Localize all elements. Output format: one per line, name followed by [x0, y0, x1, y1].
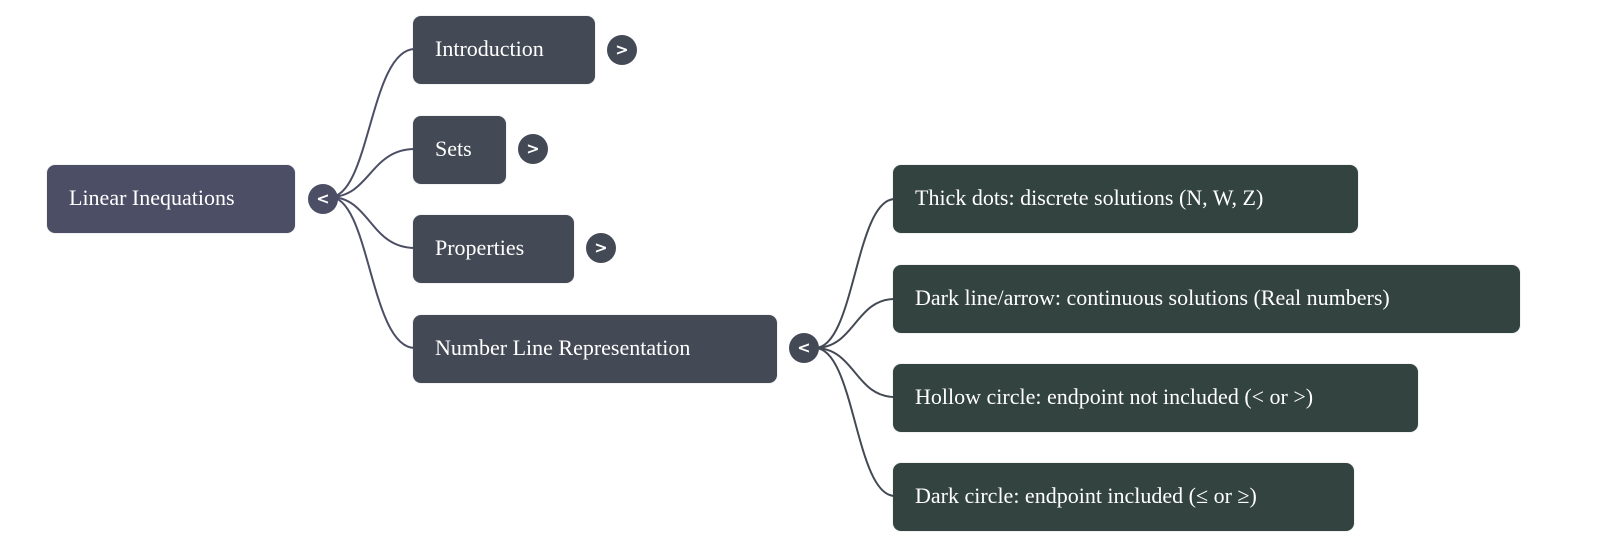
- connector-numberline-dark-line: [814, 298, 896, 349]
- chevron-left-icon: <: [797, 338, 811, 357]
- chevron-left-icon: <: [316, 189, 330, 208]
- node-label: Hollow circle: endpoint not included (< …: [915, 384, 1314, 409]
- connector-numberline-hollow-circle: [814, 347, 896, 398]
- expand-properties-toggle[interactable]: >: [586, 233, 616, 263]
- node-sets[interactable]: Sets: [413, 116, 506, 184]
- collapse-number-line-toggle[interactable]: <: [789, 333, 819, 363]
- expand-sets-toggle[interactable]: >: [518, 134, 548, 164]
- root-node-label: Linear Inequations: [69, 185, 235, 210]
- connector-root-number-line: [329, 196, 416, 349]
- node-dark-circle[interactable]: Dark circle: endpoint included (≤ or ≥): [893, 463, 1354, 531]
- node-properties[interactable]: Properties: [413, 215, 574, 283]
- collapse-root-toggle[interactable]: <: [308, 184, 338, 214]
- chevron-right-icon: >: [526, 139, 540, 158]
- expand-introduction-toggle[interactable]: >: [607, 35, 637, 65]
- node-number-line-representation[interactable]: Number Line Representation: [413, 315, 777, 383]
- connector-root-sets: [329, 148, 416, 198]
- node-introduction[interactable]: Introduction: [413, 16, 595, 84]
- connector-numberline-dark-circle: [814, 347, 896, 497]
- node-hollow-circle[interactable]: Hollow circle: endpoint not included (< …: [893, 364, 1418, 432]
- node-label: Sets: [435, 136, 472, 161]
- node-label: Properties: [435, 235, 525, 260]
- node-label: Dark circle: endpoint included (≤ or ≥): [915, 483, 1257, 508]
- node-label: Dark line/arrow: continuous solutions (R…: [915, 285, 1390, 310]
- connector-numberline-thick-dots: [814, 198, 896, 349]
- chevron-right-icon: >: [594, 238, 608, 257]
- node-label: Thick dots: discrete solutions (N, W, Z): [915, 185, 1264, 210]
- node-label: Number Line Representation: [435, 335, 691, 360]
- connector-root-introduction: [329, 48, 416, 198]
- node-label: Introduction: [435, 36, 544, 61]
- connector-root-properties: [329, 196, 416, 249]
- node-thick-dots[interactable]: Thick dots: discrete solutions (N, W, Z): [893, 165, 1358, 233]
- chevron-right-icon: >: [615, 40, 629, 59]
- root-node-linear-inequations[interactable]: Linear Inequations: [47, 165, 295, 233]
- node-dark-line-arrow[interactable]: Dark line/arrow: continuous solutions (R…: [893, 265, 1520, 333]
